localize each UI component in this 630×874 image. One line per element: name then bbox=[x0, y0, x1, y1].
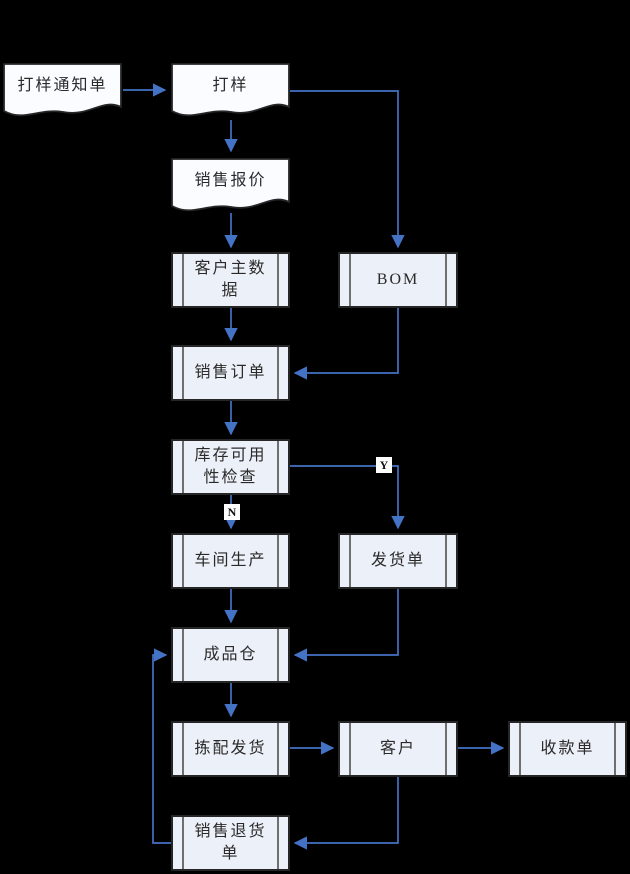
node-sampling: 打样 bbox=[171, 63, 290, 108]
branch-label-no: N bbox=[224, 504, 240, 520]
node-customer-label: 客户 bbox=[379, 740, 416, 758]
document-shapes bbox=[3, 63, 290, 212]
flow-arrows bbox=[123, 83, 505, 850]
arrow-delivery-note-to-finished-goods bbox=[293, 589, 399, 662]
arrow-bom-to-sales-order bbox=[293, 308, 399, 380]
node-picking-shipping: 拣配发货 bbox=[171, 721, 290, 777]
arrow-sampling-to-bom bbox=[290, 90, 405, 249]
node-picking-shipping-label: 拣配发货 bbox=[194, 740, 267, 758]
arrow-sales-return-to-finished-goods bbox=[152, 648, 171, 844]
node-payment-receipt-label: 收款单 bbox=[540, 740, 595, 758]
node-customer-master-data-label: 客户主数据 bbox=[194, 260, 267, 299]
node-sales-quotation-label: 销售报价 bbox=[194, 171, 267, 189]
node-sample-notice: 打样通知单 bbox=[3, 63, 122, 108]
node-sales-order-label: 销售订单 bbox=[194, 364, 267, 382]
node-shop-floor-production-label: 车间生产 bbox=[194, 552, 267, 570]
node-payment-receipt: 收款单 bbox=[508, 721, 627, 777]
document-shape-sample-notice bbox=[3, 63, 122, 117]
node-finished-goods-warehouse-label: 成品仓 bbox=[203, 646, 258, 664]
arrow-stock-check-yes-to-delivery-note bbox=[290, 465, 405, 530]
node-stock-availability-check: 库存可用性检查 bbox=[171, 439, 290, 495]
document-shape-sales-quotation bbox=[171, 158, 290, 212]
branch-label-yes: Y bbox=[376, 457, 392, 473]
node-customer: 客户 bbox=[338, 721, 458, 777]
node-sales-quotation: 销售报价 bbox=[171, 158, 290, 203]
node-stock-availability-check-label: 库存可用性检查 bbox=[194, 447, 267, 486]
node-delivery-note: 发货单 bbox=[338, 533, 458, 589]
node-sales-order: 销售订单 bbox=[171, 345, 290, 401]
node-finished-goods-warehouse: 成品仓 bbox=[171, 627, 290, 683]
node-delivery-note-label: 发货单 bbox=[370, 552, 425, 570]
node-sales-return: 销售退货单 bbox=[171, 815, 290, 871]
arrow-customer-to-sales-return bbox=[293, 777, 399, 850]
document-shape-sampling bbox=[171, 63, 290, 117]
node-sampling-label: 打样 bbox=[212, 76, 249, 94]
node-sales-return-label: 销售退货单 bbox=[194, 823, 267, 862]
node-shop-floor-production: 车间生产 bbox=[171, 533, 290, 589]
node-bom: BOM bbox=[338, 252, 458, 308]
node-customer-master-data: 客户主数据 bbox=[171, 252, 290, 308]
node-sample-notice-label: 打样通知单 bbox=[17, 76, 108, 94]
node-bom-label: BOM bbox=[376, 271, 420, 289]
